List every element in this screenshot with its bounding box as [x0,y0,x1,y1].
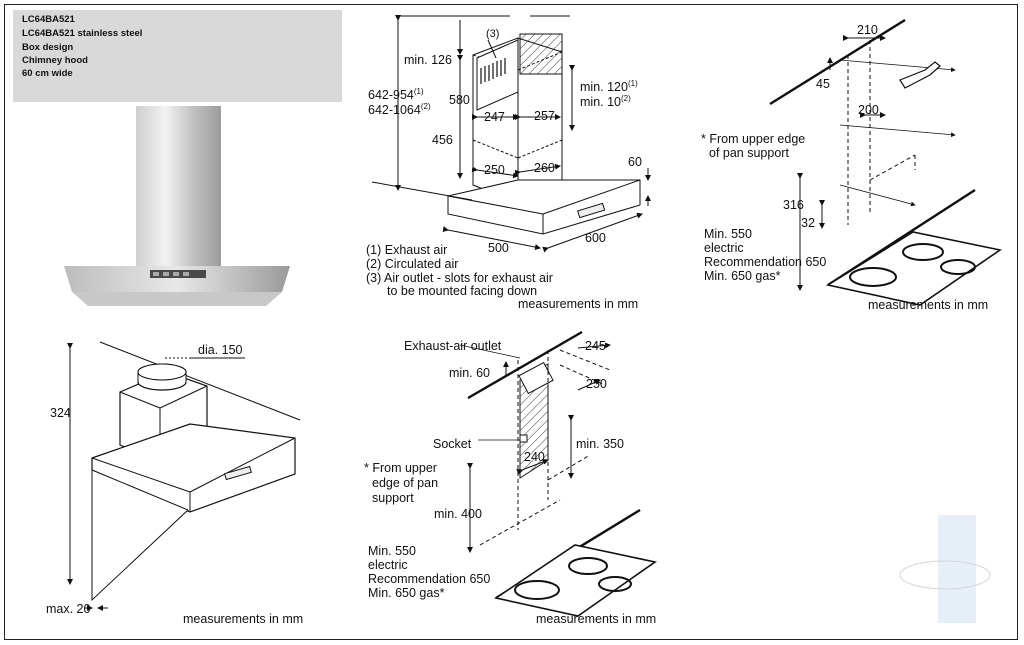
main-hood-drawing [371,15,651,253]
min-550-electric: Min. 550 [704,227,752,241]
dim-250-outlet: 250 [586,377,607,391]
recommendation-650-2: Recommendation 650 [368,572,491,586]
dim-210: 210 [857,23,878,37]
legend-circulated-air: (2) Circulated air [366,257,459,271]
dim-min-400: min. 400 [434,507,482,521]
design-type: Box design [22,42,74,53]
note-edge-of-pan: edge of pan [372,476,439,490]
wall-ceiling-line [769,18,906,106]
dim-45: 45 [816,77,830,91]
dim-245: 245 [585,339,606,353]
wall-mount-bottom-drawing [459,330,657,617]
dim-500: 500 [488,241,509,255]
callout-3-label: (3) [486,28,500,40]
electric-label: electric [704,241,744,255]
product-info-box: LC64BA521 LC64BA521 stainless steel Box … [13,10,342,102]
dim-240: 240 [524,450,545,464]
wall-ceiling-line-2 [467,330,583,400]
min-650-gas-2: Min. 650 gas* [368,586,445,600]
canopy-front-photo [64,266,290,292]
legend-air-outlet-note: to be mounted facing down [387,284,538,298]
hood-type: Chimney hood [22,55,88,66]
model-variant: LC64BA521 stainless steel [22,28,143,39]
dim-60: 60 [628,155,642,169]
dim-min-350: min. 350 [576,437,624,451]
legend-exhaust-air: (1) Exhaust air [366,243,448,257]
units-side-view: measurements in mm [183,612,304,626]
dim-580: 580 [449,93,470,107]
note-from-upper: * From upper [364,461,437,475]
dim-32: 32 [801,216,815,230]
canopy-underside-photo [72,292,282,306]
note-support: support [372,491,414,505]
side-view-drawing [67,341,301,611]
dim-dia-150: dia. 150 [198,343,243,357]
dim-max-20: max. 20 [46,602,91,616]
chimney-photo [136,106,221,266]
socket-label: Socket [433,437,472,451]
dim-min-60: min. 60 [449,366,490,380]
dim-257: 257 [534,109,555,123]
dim-min-10: min. 10(2) [580,94,631,110]
dim-min-120: min. 120(1) [580,79,638,95]
bracket-icon [899,61,941,89]
model-number: LC64BA521 [22,14,75,25]
watermark-logo [899,515,991,623]
dim-456: 456 [432,133,453,147]
note-pan-support: of pan support [709,146,789,160]
hood-width: 60 cm wide [22,68,73,79]
drawing-frame [4,4,1018,640]
recommendation-650: Recommendation 650 [704,255,827,269]
units-wall-bottom: measurements in mm [536,612,657,626]
dim-250: 250 [484,163,505,177]
units-main: measurements in mm [518,297,639,311]
min-550-electric-2: Min. 550 [368,544,416,558]
dim-range-circulated: 642-1064(2) [368,102,431,118]
wall-mount-top-drawing [769,18,1002,306]
exhaust-air-outlet-label: Exhaust-air outlet [404,339,502,353]
electric-label-2: electric [368,558,408,572]
legend-air-outlet: (3) Air outlet - slots for exhaust air [366,271,553,285]
note-upper-edge: * From upper edge [701,132,806,146]
units-wall-top: measurements in mm [868,298,989,312]
dim-316: 316 [783,198,804,212]
hood-product-photo [64,106,290,306]
min-650-gas: Min. 650 gas* [704,269,781,283]
dim-600: 600 [585,231,606,245]
dim-200: 200 [858,103,879,117]
dim-min-126: min. 126 [404,53,452,67]
dim-range-exhaust: 642-954(1) [368,87,424,103]
dim-260: 260 [534,161,555,175]
dim-247: 247 [484,110,505,124]
dim-324: 324 [50,406,71,420]
